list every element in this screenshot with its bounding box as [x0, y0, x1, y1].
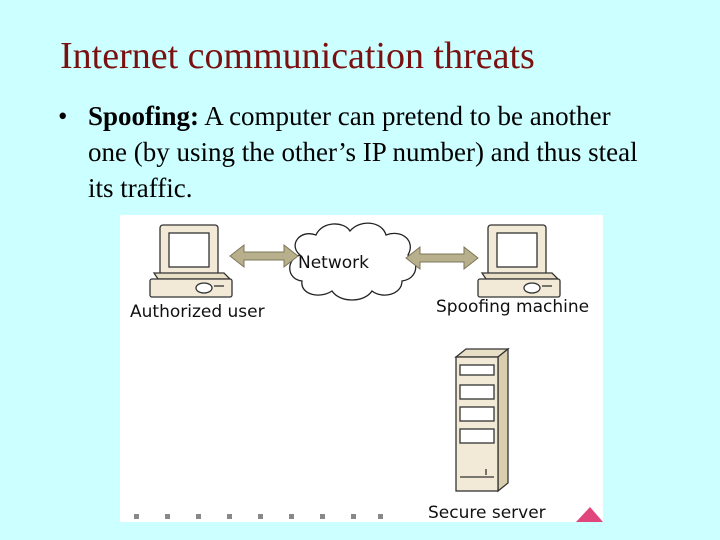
authorized-user-computer-icon	[149, 224, 233, 298]
arrow-user-network	[229, 243, 299, 269]
dotted-baseline	[134, 514, 383, 519]
spoofing-diagram: Network Authorized user Spoofing machine…	[120, 215, 603, 522]
network-label: Network	[298, 253, 369, 273]
slide-title: Internet communication threats	[60, 35, 535, 77]
network-cloud-icon	[289, 222, 417, 301]
bullet-marker: •	[58, 101, 68, 131]
bullet-term: Spoofing:	[88, 101, 200, 131]
bullet-text: Spoofing: A computer can pretend to be a…	[88, 98, 648, 206]
authorized-user-label: Authorized user	[130, 302, 265, 322]
spoofing-machine-label: Spoofing machine	[436, 297, 590, 317]
corner-marker-icon	[576, 507, 603, 522]
secure-server-label: Secure server	[428, 503, 546, 522]
diagram-graphics	[134, 222, 603, 522]
secure-server-icon	[454, 347, 510, 493]
spoofing-machine-computer-icon	[477, 224, 561, 298]
bullet-description: A computer can pretend to be another one…	[88, 101, 638, 203]
arrow-network-spoofer	[405, 245, 479, 271]
